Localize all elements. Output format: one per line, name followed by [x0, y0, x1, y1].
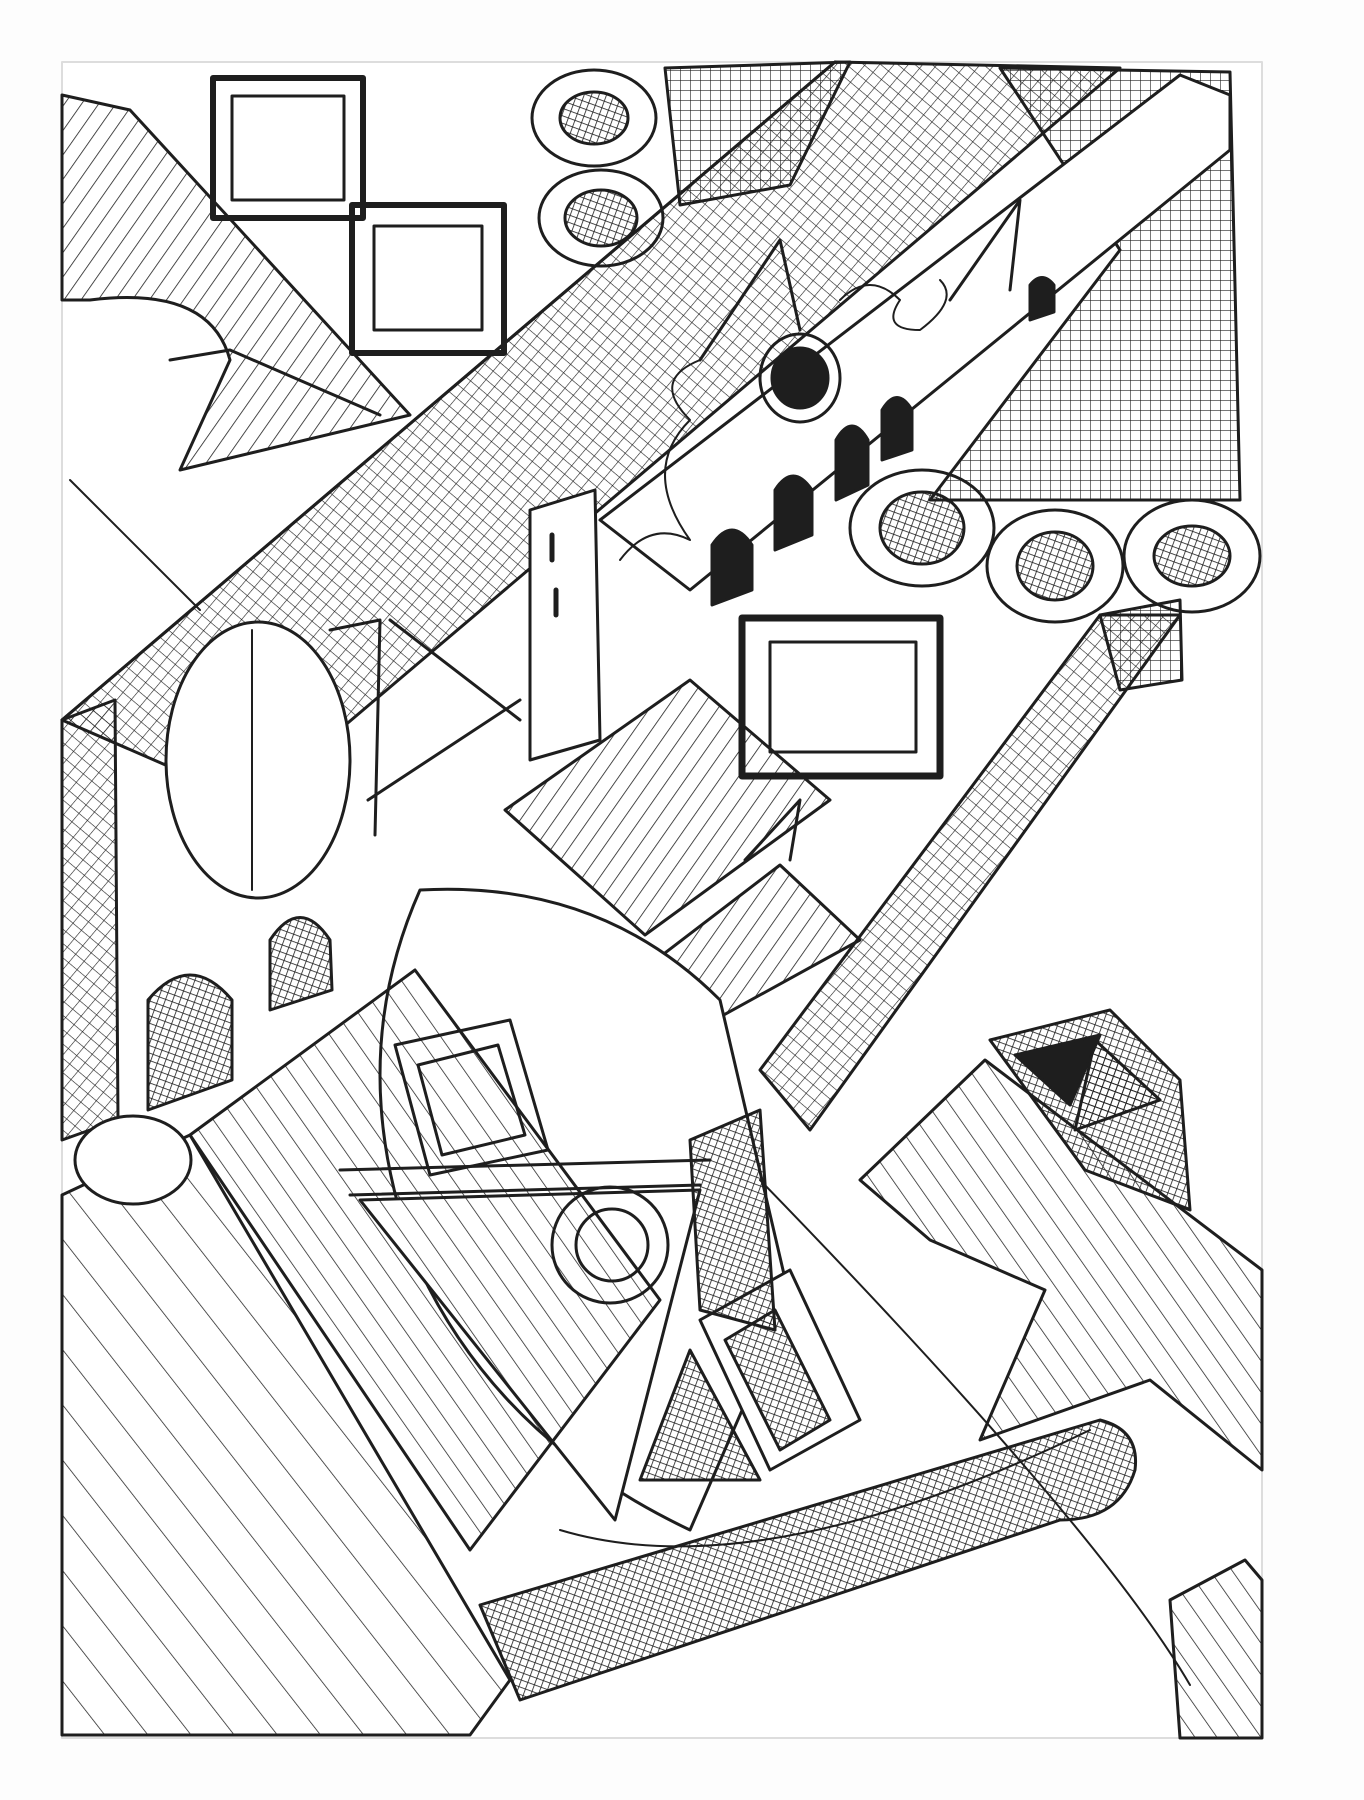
- diagonal-hatched-panel: [503, 678, 832, 937]
- arched-window: [146, 973, 234, 1112]
- circular-porthole: [1122, 498, 1262, 614]
- circular-porthole: [985, 508, 1125, 624]
- diagonal-hatched-panel: [60, 93, 412, 472]
- pennant-flags: [698, 238, 802, 362]
- dark-polygon: [1073, 1038, 1162, 1132]
- hatched-panel-edge: [168, 348, 382, 417]
- guide-line: [759, 1179, 1191, 1686]
- slab-notch: [743, 798, 802, 862]
- circular-porthole: [530, 68, 658, 168]
- arched-window: [834, 424, 870, 502]
- circular-porthole: [848, 468, 996, 588]
- pennant-flags: [388, 618, 522, 722]
- circular-porthole: [758, 332, 842, 424]
- curly-line: [839, 279, 948, 331]
- arched-window: [773, 474, 814, 552]
- dark-polygon: [1013, 1033, 1102, 1107]
- arched-window: [1028, 276, 1056, 322]
- pennant-flags: [948, 198, 1022, 302]
- diagonal-hatched-panel: [858, 1058, 1264, 1472]
- guide-line: [69, 479, 201, 611]
- curly-line: [619, 359, 701, 561]
- large-oval: [164, 620, 352, 900]
- arched-window: [880, 396, 914, 462]
- dark-polygon: [688, 1108, 777, 1332]
- arched-window: [710, 528, 754, 607]
- dark-polygon: [638, 1348, 762, 1482]
- cross-hatched-band: [60, 698, 120, 1142]
- pennant-flags: [328, 618, 382, 837]
- diagonal-hatched-panel: [188, 968, 662, 1552]
- diagonal-hatched-panel: [1168, 1558, 1264, 1740]
- grid-block: [1098, 598, 1184, 692]
- tower-block: [528, 488, 602, 762]
- square-window-frame: [349, 202, 507, 356]
- building-strip: [598, 73, 1232, 592]
- curved-tube: [478, 1418, 1138, 1702]
- tube-curve: [559, 1429, 1091, 1548]
- pennant-flags: [366, 698, 522, 802]
- arched-window: [268, 916, 334, 1012]
- square-window-frame: [210, 75, 366, 221]
- square-window-frame: [738, 614, 944, 780]
- cylinder-end: [73, 1114, 193, 1206]
- band-edge: [60, 60, 837, 722]
